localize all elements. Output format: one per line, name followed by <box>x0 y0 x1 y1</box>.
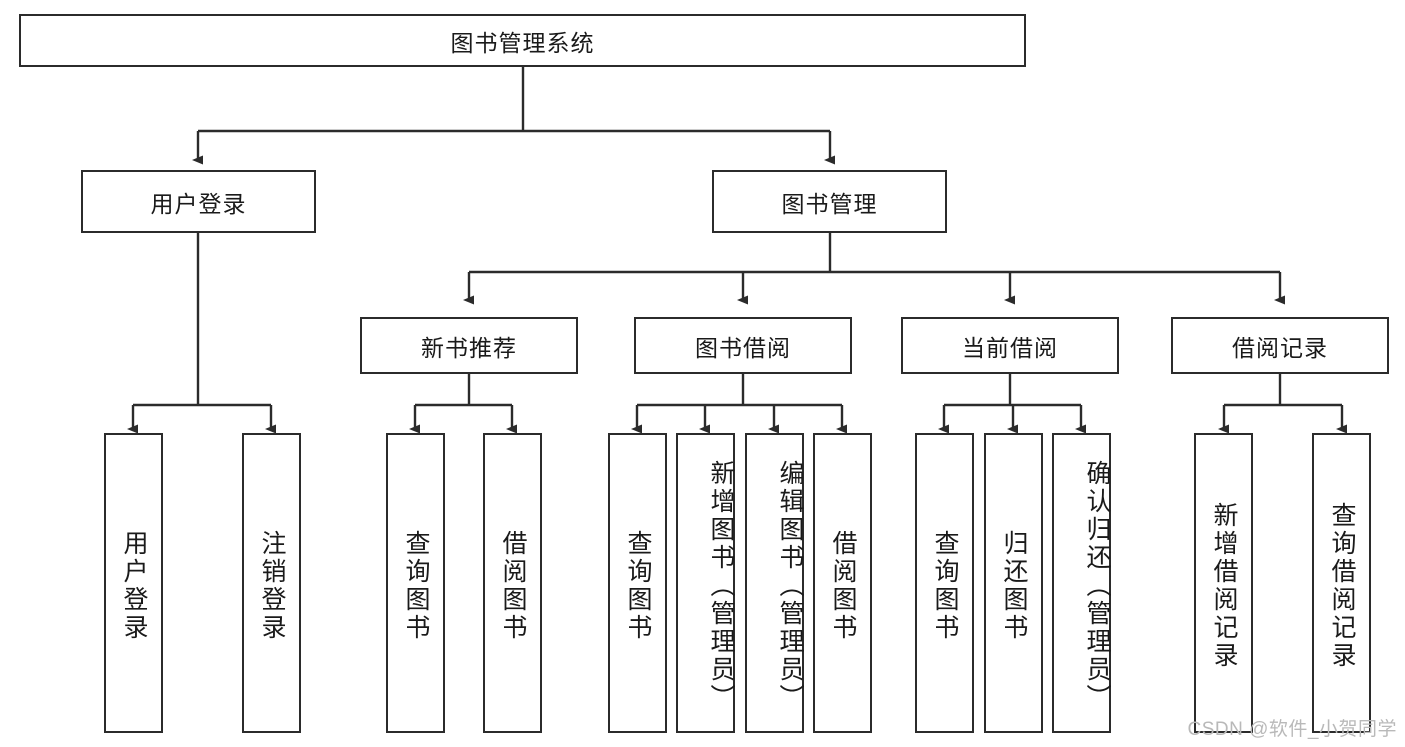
leaf-records-add[interactable]: 新增借阅记录 <box>1194 433 1253 733</box>
leaf-newbook-query[interactable]: 查询图书 <box>386 433 445 733</box>
leaf-current-return[interactable]: 归还图书 <box>984 433 1043 733</box>
leaf-borrow-edit-label: 编辑图书（管理员） <box>776 460 804 712</box>
leaf-current-query-label: 查询图书 <box>931 530 959 642</box>
leaf-user-login[interactable]: 用户登录 <box>104 433 163 733</box>
leaf-borrow-add[interactable]: 新增图书（管理员） <box>676 433 735 733</box>
node-book-management-label: 图书管理 <box>781 190 878 217</box>
leaf-borrow-query[interactable]: 查询图书 <box>608 433 667 733</box>
node-current-borrow-label: 当前借阅 <box>962 334 1058 361</box>
leaf-newbook-borrow[interactable]: 借阅图书 <box>483 433 542 733</box>
leaf-current-confirm-label: 确认归还（管理员） <box>1083 460 1111 712</box>
node-new-book-recommend[interactable]: 新书推荐 <box>360 317 578 374</box>
leaf-newbook-borrow-label: 借阅图书 <box>499 530 527 642</box>
leaf-user-login-label: 用户登录 <box>120 530 148 642</box>
leaf-borrow-lend[interactable]: 借阅图书 <box>813 433 872 733</box>
node-borrow-records[interactable]: 借阅记录 <box>1171 317 1389 374</box>
leaf-records-add-label: 新增借阅记录 <box>1210 502 1238 670</box>
leaf-borrow-lend-label: 借阅图书 <box>829 530 857 642</box>
node-book-borrow-label: 图书借阅 <box>695 334 791 361</box>
leaf-current-confirm[interactable]: 确认归还（管理员） <box>1052 433 1111 733</box>
leaf-records-query[interactable]: 查询借阅记录 <box>1312 433 1371 733</box>
node-current-borrow[interactable]: 当前借阅 <box>901 317 1119 374</box>
leaf-user-logout[interactable]: 注销登录 <box>242 433 301 733</box>
node-new-book-recommend-label: 新书推荐 <box>421 334 517 361</box>
leaf-borrow-query-label: 查询图书 <box>624 530 652 642</box>
leaf-borrow-add-label: 新增图书（管理员） <box>707 460 735 712</box>
leaf-user-logout-label: 注销登录 <box>258 530 286 642</box>
leaf-current-return-label: 归还图书 <box>1000 530 1028 642</box>
node-book-borrow[interactable]: 图书借阅 <box>634 317 852 374</box>
node-root[interactable]: 图书管理系统 <box>19 14 1026 67</box>
node-user-login-label: 用户登录 <box>150 190 247 217</box>
watermark: CSDN @软件_小贺同学 <box>1187 719 1397 740</box>
leaf-borrow-edit[interactable]: 编辑图书（管理员） <box>745 433 804 733</box>
leaf-current-query[interactable]: 查询图书 <box>915 433 974 733</box>
node-borrow-records-label: 借阅记录 <box>1232 334 1328 361</box>
leaf-newbook-query-label: 查询图书 <box>402 530 430 642</box>
node-user-login[interactable]: 用户登录 <box>81 170 316 233</box>
leaf-records-query-label: 查询借阅记录 <box>1328 502 1356 670</box>
node-book-management[interactable]: 图书管理 <box>712 170 947 233</box>
node-root-label: 图书管理系统 <box>450 29 595 56</box>
